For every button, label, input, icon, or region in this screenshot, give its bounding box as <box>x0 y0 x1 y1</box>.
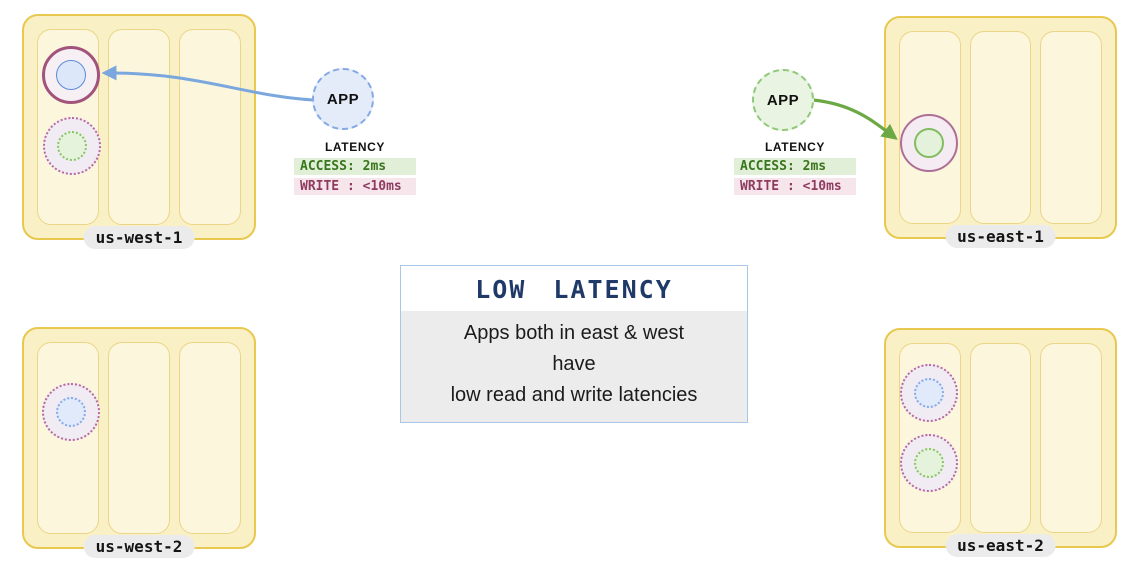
write-latency-badge-west: WRITE : <10ms <box>294 178 416 195</box>
latency-panel-west: LATENCY ACCESS: 2ms WRITE : <10ms <box>294 140 416 198</box>
replica-active-green <box>900 114 958 172</box>
node-column <box>969 343 1032 533</box>
node-column <box>179 29 241 225</box>
node-column <box>1040 31 1103 224</box>
region-us-west-2: us-west-2 <box>22 327 256 558</box>
replica-core-green <box>914 128 944 158</box>
region-label-us-east-2: us-east-2 <box>945 534 1056 557</box>
node-columns <box>24 329 254 547</box>
node-column <box>179 342 241 534</box>
node-column <box>108 29 170 225</box>
region-us-east-2: us-east-2 <box>884 328 1117 557</box>
node-column <box>1040 343 1103 533</box>
node-column <box>108 342 170 534</box>
access-latency-badge-west: ACCESS: 2ms <box>294 158 416 175</box>
app-node-west: APP <box>312 68 374 130</box>
write-latency-badge-east: WRITE : <10ms <box>734 178 856 195</box>
replica-follower-green-dotted <box>43 117 101 175</box>
region-us-west-1: us-west-1 <box>22 14 256 249</box>
replica-follower-blue-dotted <box>900 364 958 422</box>
replica-follower-blue-dotted <box>42 383 100 441</box>
region-label-us-west-2: us-west-2 <box>83 535 195 558</box>
callout-line-3: low read and write latencies <box>450 384 698 406</box>
callout-line-2: have <box>552 353 596 375</box>
replica-core-blue <box>914 378 944 408</box>
region-us-east-1: us-east-1 <box>884 16 1117 248</box>
region-label-us-east-1: us-east-1 <box>945 225 1056 248</box>
app-node-east-label: APP <box>766 91 800 109</box>
replica-core-blue <box>56 60 86 90</box>
app-node-east: APP <box>752 69 814 131</box>
replica-follower-green-dotted <box>900 434 958 492</box>
arrow-app-east-to-replica <box>812 98 898 140</box>
callout-body: Apps both in east & west have low read a… <box>401 311 747 422</box>
app-node-west-label: APP <box>326 90 360 108</box>
region-label-us-west-1: us-west-1 <box>83 226 195 249</box>
node-column <box>969 31 1032 224</box>
access-latency-badge-east: ACCESS: 2ms <box>734 158 856 175</box>
low-latency-callout: LOW LATENCY Apps both in east & west hav… <box>400 265 748 423</box>
latency-panel-east: LATENCY ACCESS: 2ms WRITE : <10ms <box>734 140 856 198</box>
replica-core-green <box>57 131 87 161</box>
latency-title-west: LATENCY <box>325 140 385 154</box>
callout-title: LOW LATENCY <box>401 266 747 311</box>
latency-title-east: LATENCY <box>765 140 825 154</box>
replica-core-green <box>914 448 944 478</box>
callout-line-1: Apps both in east & west <box>463 322 685 344</box>
replica-core-blue <box>56 397 86 427</box>
replica-leaseholder-blue <box>42 46 100 104</box>
